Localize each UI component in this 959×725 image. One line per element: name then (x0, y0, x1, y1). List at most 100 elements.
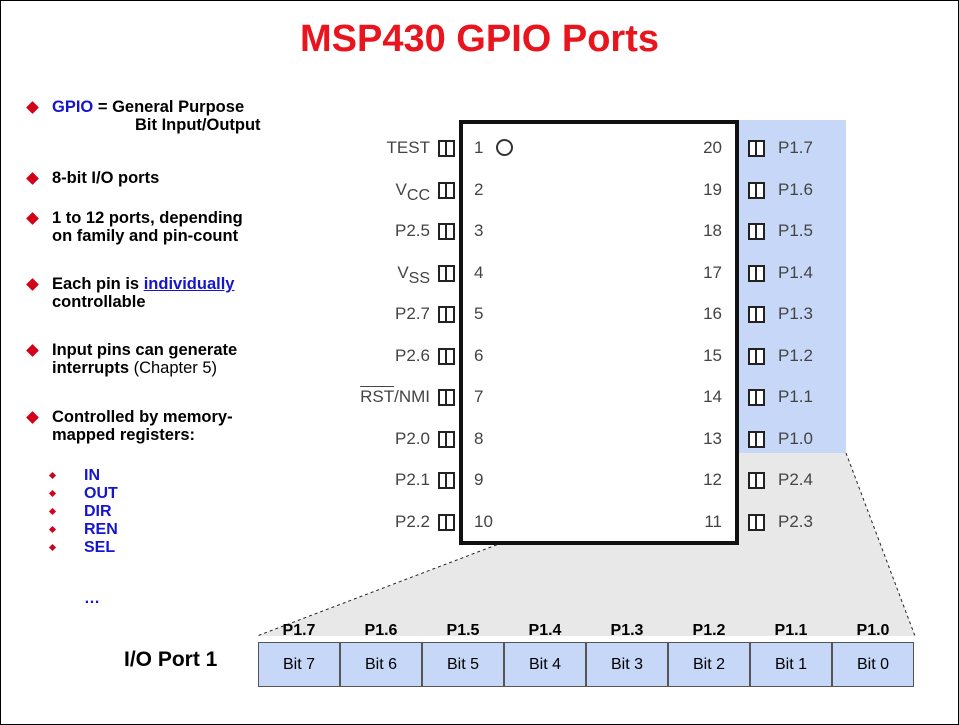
port-bit-header: P1.3 (610, 622, 644, 639)
bullet-ports-line1: 1 to 12 ports, depending (52, 209, 243, 227)
right-pin-number: 17 (703, 262, 722, 282)
right-pin-label: P2.4 (778, 470, 813, 489)
port-bit-cell: Bit 2 (668, 642, 750, 687)
left-pin-number: 2 (474, 179, 484, 199)
pin-pad-icon (438, 347, 455, 365)
pin-pad-icon (438, 223, 455, 240)
right-pin-label: P1.2 (778, 345, 813, 365)
left-pin-number: 9 (474, 470, 484, 489)
port-bit-cell: Bit 4 (504, 642, 586, 687)
right-pin-label: P1.6 (778, 179, 813, 199)
register-name: OUT (84, 485, 118, 502)
register-name: DIR (84, 503, 112, 520)
right-pin-number: 16 (703, 304, 722, 323)
bullet-ports-line2: on family and pin-count (52, 227, 239, 245)
left-pin-label: VSS (397, 262, 430, 287)
pin-pad-icon (438, 264, 455, 282)
left-pin-number: 7 (474, 387, 484, 406)
port-bit-header: P1.2 (692, 622, 726, 639)
pin-pad-icon (438, 181, 455, 199)
port-bit-cell: Bit 7 (258, 642, 340, 687)
bullet-interrupts-line1: Input pins can generate (52, 341, 238, 359)
right-pin-label: P2.3 (778, 511, 813, 531)
pin-pad-icon (438, 140, 455, 157)
left-pin-number: 6 (474, 345, 484, 365)
pin-pad-icon (438, 513, 455, 531)
left-pin-label: P2.0 (395, 428, 430, 448)
port-bit-header: P1.7 (282, 622, 316, 639)
pin1-marker-icon (496, 139, 513, 156)
gpio-term: GPIO (52, 98, 94, 116)
right-pin-number: 14 (703, 387, 722, 406)
port-bit-header: P1.4 (528, 622, 562, 639)
bullet-registers-line1: Controlled by memory- (52, 408, 233, 426)
pin-pad-icon (438, 472, 455, 489)
pin-pad-icon (748, 513, 765, 531)
pin-pad-icon (438, 389, 455, 406)
left-pin-label: P2.5 (395, 221, 430, 240)
register-name: IN (84, 467, 100, 484)
port-bit-cell: Bit 0 (832, 642, 914, 687)
right-pin-number: 18 (703, 221, 722, 240)
port-bit-header: P1.6 (364, 622, 398, 639)
slide-title: MSP430 GPIO Ports (299, 18, 659, 60)
bullet-individual-line2: controllable (52, 293, 146, 311)
bullet-8bit-text: 8-bit I/O ports (52, 169, 160, 187)
pin-pad-icon (748, 264, 765, 282)
left-pin-number: 5 (474, 304, 484, 323)
pin-pad-icon (438, 306, 455, 323)
pin-pad-icon (748, 181, 765, 199)
chapter-ref: (Chapter 5) (129, 359, 218, 377)
port-bit-header: P1.0 (856, 622, 890, 639)
left-pin-label: P2.2 (395, 511, 430, 531)
right-pin-label: P1.3 (778, 304, 813, 323)
left-pin-number: 8 (474, 428, 484, 448)
pin-pad-icon (748, 389, 765, 406)
individually-link[interactable]: individually (143, 275, 235, 293)
left-pin-label: VCC (395, 179, 430, 204)
port-bit-cell: Bit 5 (422, 642, 504, 687)
port-label: I/O Port 1 (124, 648, 218, 671)
right-pin-label: P1.1 (778, 387, 813, 406)
left-pin-number: 4 (474, 262, 484, 282)
left-pin-label: RST/NMI (360, 387, 430, 406)
right-pin-number: 13 (703, 428, 722, 448)
right-pin-number: 11 (704, 511, 722, 531)
register-name: SEL (84, 539, 116, 556)
interrupts-term: interrupts (52, 359, 130, 377)
pin-pad-icon (748, 140, 765, 157)
right-pin-number: 15 (703, 345, 722, 365)
pin-pad-icon (748, 430, 765, 448)
port-bit-header: P1.1 (774, 622, 808, 639)
pin-pad-icon (438, 430, 455, 448)
chip-body (459, 120, 739, 545)
left-pin-number: 1 (474, 138, 484, 157)
right-pin-number: 12 (703, 470, 722, 489)
left-pin-number: 10 (474, 511, 493, 531)
right-pin-number: 19 (703, 179, 722, 199)
gpio-eq: = General Purpose (93, 98, 245, 116)
pin-pad-icon (748, 347, 765, 365)
pin-pad-icon (748, 223, 765, 240)
pin-pad-icon (748, 472, 765, 489)
port-bit-header: P1.5 (446, 622, 480, 639)
left-pin-label: P2.1 (395, 470, 430, 489)
left-pin-label: P2.6 (395, 345, 430, 365)
right-pin-label: P1.7 (778, 138, 813, 157)
port-bit-cell: Bit 1 (750, 642, 832, 687)
left-pin-label: P2.7 (395, 304, 430, 323)
right-pin-label: P1.4 (778, 262, 813, 282)
bullet-individual-pre: Each pin is (52, 275, 144, 293)
right-pin-number: 20 (703, 138, 722, 157)
register-ellipsis: … (84, 590, 100, 607)
port-bit-cell: Bit 3 (586, 642, 668, 687)
left-pin-label: TEST (386, 138, 430, 157)
right-pin-label: P1.5 (778, 221, 813, 240)
port-bit-cell: Bit 6 (340, 642, 422, 687)
left-pin-number: 3 (474, 221, 484, 240)
gpio-line2: Bit Input/Output (135, 116, 261, 134)
right-pin-label: P1.0 (778, 428, 813, 448)
pin-pad-icon (748, 306, 765, 323)
bullet-registers-line2: mapped registers: (52, 426, 196, 444)
register-name: REN (84, 521, 118, 538)
